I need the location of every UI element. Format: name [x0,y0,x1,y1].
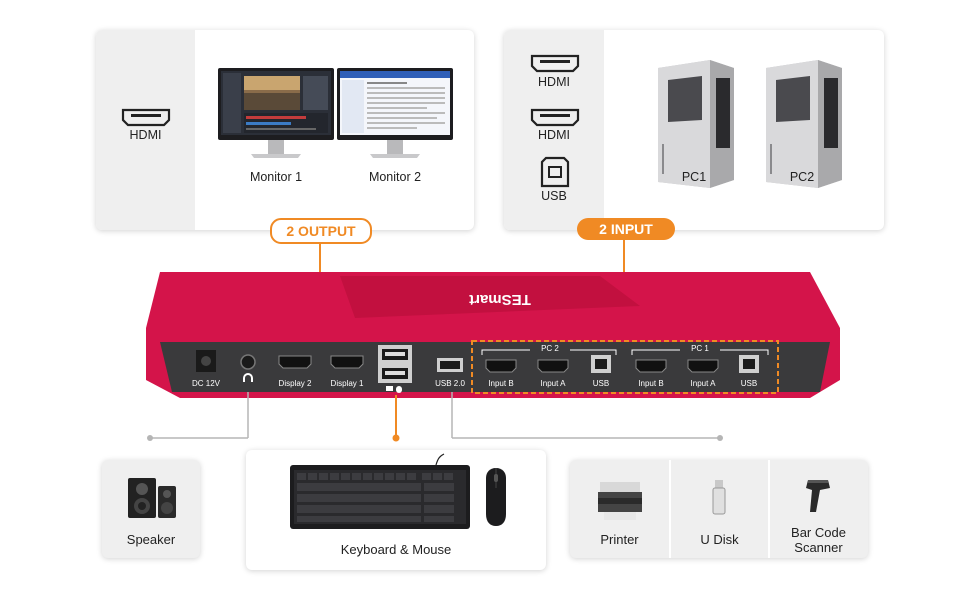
printer-label: Printer [600,532,639,547]
udisk-label: U Disk [700,532,739,547]
input-hdmi-1-label: HDMI [538,75,570,89]
pc2-label: PC2 [789,170,815,184]
display-1-label: Display 1 [330,379,364,388]
input-hdmi-2-label: HDMI [538,128,570,142]
audio-jack [240,354,256,370]
input-card-port-panel [504,30,604,230]
mouse-icon [486,468,506,526]
hdmi-icon [530,108,580,127]
monitor-1-image [218,68,334,158]
hdmi-icon [121,108,171,127]
monitor-1-label: Monitor 1 [249,170,303,184]
pc2-input-b-label: Input B [488,379,514,388]
pc1-group-label: PC 1 [680,344,720,353]
barcode-scanner-icon [806,480,830,512]
device-brand-logo: TESmart [469,291,531,308]
usb-2-0-label: USB 2.0 [435,379,465,388]
keyboard-mouse-image [290,453,506,529]
usb-b-icon [540,156,570,188]
printer-icon [598,482,642,520]
dc-12v-label: DC 12V [191,379,220,388]
pc2-group-label: PC 2 [530,344,570,353]
scanner-label-line1: Bar Code [791,525,846,540]
scanner-label-line2: Scanner [794,540,843,555]
pc2-usb-label: USB [592,379,610,388]
pc1-label: PC1 [681,170,707,184]
divider [669,460,671,558]
monitor-2-label: Monitor 2 [368,170,422,184]
keyboard-mouse-card: Keyboard & Mouse [246,450,546,570]
display-1-port [330,355,364,369]
pc1-input-a-port [687,359,719,373]
pc1-input-a-label: Input A [690,379,716,388]
output-card-graphics [121,68,453,158]
usb-drive-icon [712,480,726,515]
usb-devices-graphics [598,480,830,520]
speaker-card: Speaker [102,460,200,558]
monitor-2-image [337,68,453,158]
display-2-label: Display 2 [278,379,312,388]
pc1-input-b-label: Input B [638,379,664,388]
pc2-input-a-port [537,359,569,373]
keyboard-icon [290,453,470,529]
pc1-usb-label: USB [740,379,758,388]
pc2-input-b-port [485,359,517,373]
pc2-image [766,60,842,188]
input-usb-label: USB [541,189,567,203]
input-card: HDMI HDMI USB PC1 PC2 [504,30,884,230]
speaker-label: Speaker [126,532,176,547]
pc1-input-b-port [635,359,667,373]
divider [768,460,770,558]
input-port-group [471,340,779,394]
output-badge: 2 OUTPUT [270,218,372,244]
pc1-image [658,60,734,188]
keyboard-mouse-label: Keyboard & Mouse [340,542,452,557]
input-card-graphics [530,54,842,188]
hdmi-icon [530,54,580,73]
output-card: HDMI Monitor 1 Monitor 2 [96,30,474,230]
pc2-input-a-label: Input A [540,379,566,388]
output-hdmi-label: HDMI [129,128,162,142]
display-2-port [278,355,312,369]
input-badge: 2 INPUT [577,218,675,240]
usb-devices-card: Printer U Disk Bar Code Scanner [570,460,868,558]
speaker-icon [128,478,176,518]
output-card-port-panel [96,30,195,230]
